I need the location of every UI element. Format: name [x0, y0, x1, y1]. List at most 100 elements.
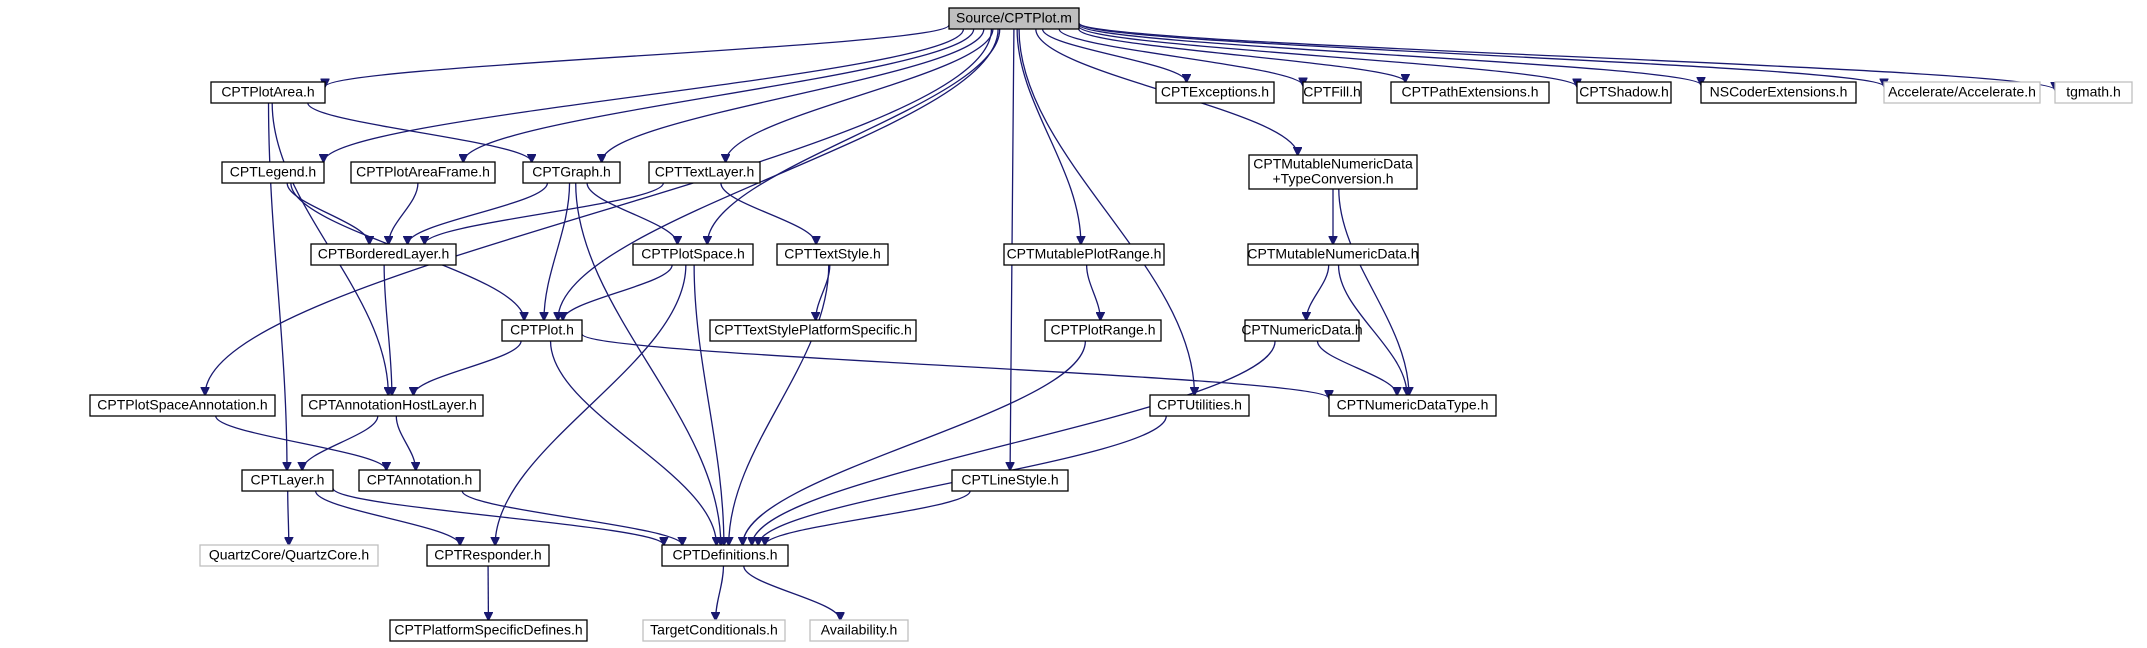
node-platformdefs-box — [389, 619, 588, 642]
node-textstyleps[interactable]: CPTTextStylePlatformSpecific.h — [709, 319, 917, 342]
node-pathext-label: CPTPathExtensions.h — [1402, 84, 1539, 100]
edge-plotarea-to-graph — [307, 102, 532, 162]
node-annothost-label: CPTAnnotationHostLayer.h — [308, 397, 477, 413]
node-linestyle-label: CPTLineStyle.h — [961, 472, 1058, 488]
node-numdata-box — [1244, 319, 1360, 342]
node-annotation[interactable]: CPTAnnotation.h — [358, 469, 481, 492]
node-annotation-label: CPTAnnotation.h — [367, 472, 473, 488]
node-linestyle[interactable]: CPTLineStyle.h — [951, 469, 1069, 492]
edge-annothost-to-annotation — [395, 415, 415, 470]
node-mutnum[interactable]: CPTMutableNumericData.h — [1247, 243, 1419, 266]
node-graph[interactable]: CPTGraph.h — [522, 161, 621, 184]
node-exceptions[interactable]: CPTExceptions.h — [1155, 81, 1275, 104]
node-mutnumtc-label: CPTMutableNumericData — [1253, 156, 1413, 172]
edge-root-to-legend — [324, 28, 965, 162]
node-mutnumtc-box — [1248, 154, 1418, 190]
node-psannot-box — [89, 394, 276, 417]
edge-graph-to-plot — [544, 182, 571, 320]
node-accelerate: Accelerate/Accelerate.h — [1883, 81, 2041, 104]
node-textlayer[interactable]: CPTTextLayer.h — [648, 161, 761, 184]
edge-plotspace-to-plot — [563, 264, 673, 320]
node-textlayer-box — [648, 161, 761, 184]
node-numdata[interactable]: CPTNumericData.h — [1241, 319, 1363, 342]
node-plotareaframe[interactable]: CPTPlotAreaFrame.h — [350, 161, 496, 184]
node-tgmath-label: tgmath.h — [2066, 84, 2120, 100]
node-textstyle[interactable]: CPTTextStyle.h — [776, 243, 889, 266]
node-shadow[interactable]: CPTShadow.h — [1576, 81, 1672, 104]
node-nscoder[interactable]: NSCoderExtensions.h — [1700, 81, 1857, 104]
node-platformdefs-label: CPTPlatformSpecificDefines.h — [394, 622, 582, 638]
node-availability: Availability.h — [809, 619, 909, 642]
edge-root-to-nscoder — [1078, 24, 1701, 85]
edge-linestyle-to-definitions — [765, 490, 971, 545]
node-tgmath: tgmath.h — [2054, 81, 2133, 104]
node-mutplotrange[interactable]: CPTMutablePlotRange.h — [1003, 243, 1165, 266]
node-plot-box — [501, 319, 583, 342]
node-numtype-label: CPTNumericDataType.h — [1337, 397, 1489, 413]
node-definitions-label: CPTDefinitions.h — [672, 547, 777, 563]
edge-annothost-to-layer — [302, 415, 379, 470]
node-plotspace-label: CPTPlotSpace.h — [641, 246, 745, 262]
node-bordered-box — [310, 243, 457, 266]
edge-root-to-mutplotrange — [1016, 28, 1081, 244]
node-annothost[interactable]: CPTAnnotationHostLayer.h — [301, 394, 484, 417]
node-plotrange-label: CPTPlotRange.h — [1050, 322, 1155, 338]
node-pathext-box — [1390, 81, 1550, 104]
node-layer[interactable]: CPTLayer.h — [241, 469, 334, 492]
edge-numdata-to-numtype — [1316, 340, 1397, 395]
node-utilities-label: CPTUtilities.h — [1157, 397, 1242, 413]
edge-root-to-textlayer — [726, 28, 994, 162]
node-numdata-label: CPTNumericData.h — [1241, 322, 1362, 338]
edge-plotspace-to-definitions — [693, 264, 724, 545]
node-definitions-box — [661, 544, 789, 567]
node-plotspace[interactable]: CPTPlotSpace.h — [632, 243, 754, 266]
node-platformdefs[interactable]: CPTPlatformSpecificDefines.h — [389, 619, 588, 642]
node-quartz-label: QuartzCore/QuartzCore.h — [209, 547, 369, 563]
node-definitions[interactable]: CPTDefinitions.h — [661, 544, 789, 567]
edge-legend-to-bordered — [286, 182, 369, 244]
edge-root-to-tgmath — [1078, 22, 2055, 90]
node-utilities-box — [1149, 394, 1250, 417]
node-root[interactable]: Source/CPTPlot.m — [948, 7, 1080, 30]
node-legend-box — [221, 161, 325, 184]
node-quartz: QuartzCore/QuartzCore.h — [199, 544, 379, 567]
node-targetcond: TargetConditionals.h — [642, 619, 786, 642]
edge-plotareaframe-to-bordered — [389, 182, 419, 244]
node-pathext[interactable]: CPTPathExtensions.h — [1390, 81, 1550, 104]
edge-layer-to-definitions — [332, 487, 664, 545]
node-numtype-box — [1328, 394, 1497, 417]
node-targetcond-box — [642, 619, 786, 642]
edge-textstyle-to-definitions — [729, 264, 830, 545]
node-responder[interactable]: CPTResponder.h — [426, 544, 550, 567]
node-exceptions-box — [1155, 81, 1275, 104]
edge-root-to-exceptions — [1041, 28, 1187, 82]
node-textstyle-box — [776, 243, 889, 266]
node-plot[interactable]: CPTPlot.h — [501, 319, 583, 342]
edge-plot-to-definitions — [549, 340, 717, 545]
node-accelerate-label: Accelerate/Accelerate.h — [1888, 84, 2036, 100]
node-bordered[interactable]: CPTBorderedLayer.h — [310, 243, 457, 266]
edge-root-to-utilities — [1018, 28, 1194, 395]
node-mutplotrange-box — [1003, 243, 1165, 266]
edge-root-to-graph — [602, 28, 985, 162]
node-utilities[interactable]: CPTUtilities.h — [1149, 394, 1250, 417]
node-numtype[interactable]: CPTNumericDataType.h — [1328, 394, 1497, 417]
node-legend-label: CPTLegend.h — [230, 164, 316, 180]
node-plotrange[interactable]: CPTPlotRange.h — [1044, 319, 1162, 342]
node-fill[interactable]: CPTFill.h — [1302, 81, 1362, 104]
node-root-label: Source/CPTPlot.m — [956, 10, 1072, 26]
node-legend[interactable]: CPTLegend.h — [221, 161, 325, 184]
node-psannot[interactable]: CPTPlotSpaceAnnotation.h — [89, 394, 276, 417]
node-plotarea[interactable]: CPTPlotArea.h — [210, 81, 326, 104]
node-fill-box — [1302, 81, 1362, 104]
edge-layer-to-responder — [314, 490, 460, 545]
node-plotspace-box — [632, 243, 754, 266]
node-plotarea-label: CPTPlotArea.h — [221, 84, 314, 100]
edge-graph-to-bordered — [408, 182, 549, 244]
node-plot-label: CPTPlot.h — [510, 322, 574, 338]
node-mutnum-label: CPTMutableNumericData.h — [1247, 246, 1418, 262]
edge-root-to-plotareaframe — [463, 28, 975, 162]
node-mutnumtc[interactable]: CPTMutableNumericData+TypeConversion.h — [1248, 154, 1418, 190]
node-mutnum-box — [1247, 243, 1419, 266]
edge-root-to-shadow — [1078, 25, 1577, 86]
